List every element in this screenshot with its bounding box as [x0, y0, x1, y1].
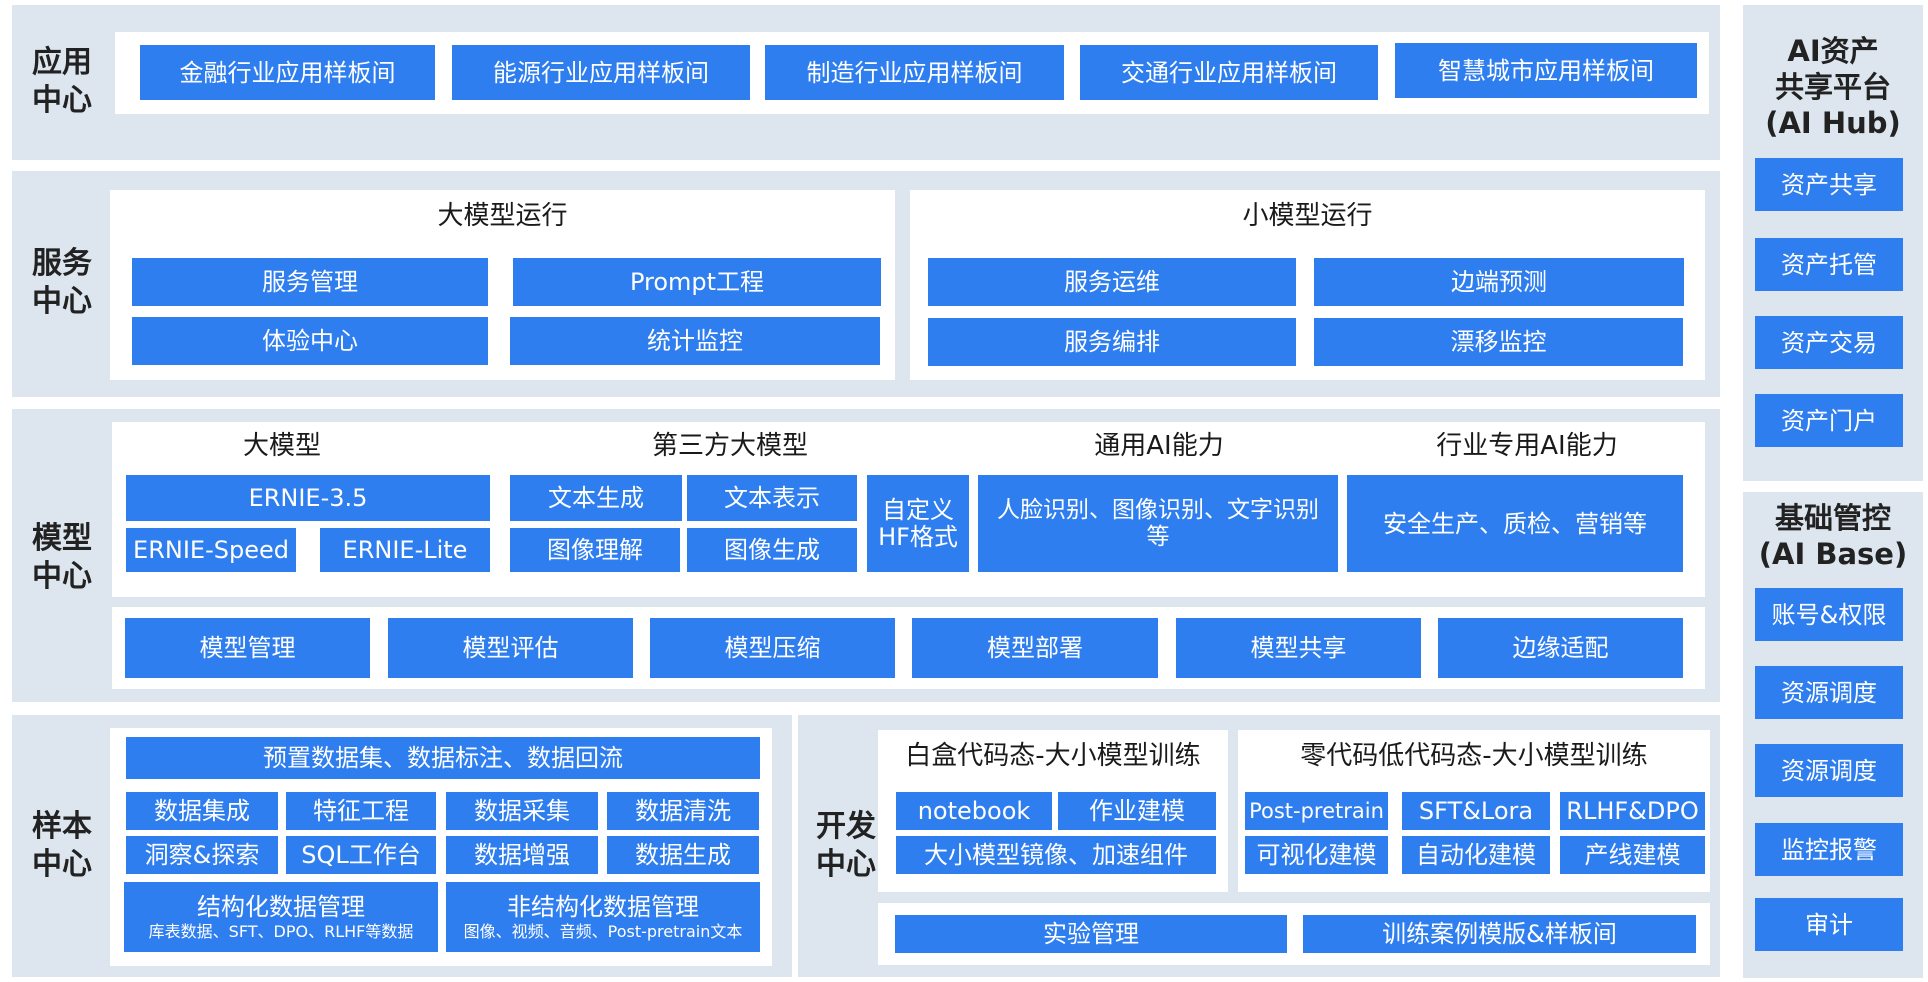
- image-generation-button[interactable]: 图像生成: [687, 528, 857, 572]
- structured-data-sub: 库表数据、SFT、DPO、RLHF等数据: [148, 922, 414, 941]
- model-eval-button[interactable]: 模型评估: [388, 618, 633, 678]
- model-compress-button[interactable]: 模型压缩: [650, 618, 895, 678]
- data-integration-button[interactable]: 数据集成: [126, 792, 278, 830]
- industry-ai-capability-button[interactable]: 安全生产、质检、营销等: [1347, 475, 1683, 572]
- model-share-button[interactable]: 模型共享: [1176, 618, 1421, 678]
- experience-center-button[interactable]: 体验中心: [132, 317, 488, 365]
- sql-workbench-button[interactable]: SQL工作台: [286, 836, 436, 874]
- resource-scheduling-2-button[interactable]: 资源调度: [1755, 744, 1903, 797]
- pipeline-modeling-button[interactable]: 产线建模: [1560, 836, 1705, 874]
- preset-dataset-button[interactable]: 预置数据集、数据标注、数据回流: [126, 737, 760, 779]
- third-party-model-title: 第三方大模型: [651, 431, 808, 461]
- ai-base-title: 基础管控 (AI Base): [1758, 501, 1908, 571]
- ernie-35-button[interactable]: ERNIE-3.5: [126, 475, 490, 521]
- post-pretrain-button[interactable]: Post-pretrain: [1245, 792, 1388, 830]
- unstructured-data-title: 非结构化数据管理: [507, 893, 699, 921]
- general-ai-capability-button[interactable]: 人脸识别、图像识别、文字识别 等: [978, 475, 1338, 572]
- lowcode-title: 零代码低代码态-大小模型训练: [1300, 741, 1648, 771]
- job-modeling-button[interactable]: 作业建模: [1058, 792, 1216, 830]
- data-collection-button[interactable]: 数据采集: [446, 792, 598, 830]
- stats-monitor-button[interactable]: 统计监控: [510, 317, 880, 365]
- service-mgmt-button[interactable]: 服务管理: [132, 258, 488, 306]
- app-item-smart-city[interactable]: 智慧城市应用样板间: [1395, 43, 1697, 98]
- industry-ai-title: 行业专用AI能力: [1436, 431, 1618, 461]
- large-model-run-title: 大模型运行: [437, 201, 568, 231]
- notebook-button[interactable]: notebook: [896, 792, 1052, 830]
- app-item-finance[interactable]: 金融行业应用样板间: [140, 45, 435, 100]
- whitebox-title: 白盒代码态-大小模型训练: [905, 741, 1201, 771]
- model-image-accel-button[interactable]: 大小模型镜像、加速组件: [896, 836, 1216, 874]
- insight-explore-button[interactable]: 洞察&探索: [126, 836, 278, 874]
- app-center-label: 应用 中心: [32, 45, 92, 118]
- ai-base-band: [1743, 492, 1923, 978]
- general-ai-title: 通用AI能力: [1094, 431, 1224, 461]
- monitor-alert-button[interactable]: 监控报警: [1755, 823, 1903, 876]
- asset-portal-button[interactable]: 资产门户: [1755, 394, 1903, 447]
- service-center-label: 服务 中心: [32, 246, 92, 319]
- rlhf-dpo-button[interactable]: RLHF&DPO: [1560, 792, 1705, 830]
- unstructured-data-button[interactable]: 非结构化数据管理 图像、视频、音频、Post-pretrain文本: [446, 882, 760, 952]
- visual-modeling-button[interactable]: 可视化建模: [1245, 836, 1388, 874]
- feature-engineering-button[interactable]: 特征工程: [286, 792, 436, 830]
- asset-share-button[interactable]: 资产共享: [1755, 158, 1903, 211]
- unstructured-data-sub: 图像、视频、音频、Post-pretrain文本: [463, 922, 743, 941]
- drift-monitor-button[interactable]: 漂移监控: [1314, 318, 1683, 366]
- model-center-label: 模型 中心: [32, 521, 92, 594]
- training-template-button[interactable]: 训练案例模版&样板间: [1303, 915, 1696, 953]
- asset-trading-button[interactable]: 资产交易: [1755, 316, 1903, 369]
- text-generation-button[interactable]: 文本生成: [510, 475, 682, 521]
- large-model-title: 大模型: [242, 431, 321, 461]
- service-ops-button[interactable]: 服务运维: [928, 258, 1296, 306]
- data-cleaning-button[interactable]: 数据清洗: [607, 792, 759, 830]
- small-model-run-title: 小模型运行: [1242, 201, 1373, 231]
- edge-predict-button[interactable]: 边端预测: [1314, 258, 1684, 306]
- resource-scheduling-button[interactable]: 资源调度: [1755, 666, 1903, 719]
- asset-hosting-button[interactable]: 资产托管: [1755, 238, 1903, 291]
- model-deploy-button[interactable]: 模型部署: [912, 618, 1158, 678]
- structured-data-title: 结构化数据管理: [197, 893, 365, 921]
- experiment-mgmt-button[interactable]: 实验管理: [895, 915, 1287, 953]
- text-representation-button[interactable]: 文本表示: [687, 475, 857, 521]
- image-understanding-button[interactable]: 图像理解: [510, 528, 680, 572]
- app-item-energy[interactable]: 能源行业应用样板间: [452, 45, 750, 100]
- structured-data-button[interactable]: 结构化数据管理 库表数据、SFT、DPO、RLHF等数据: [124, 882, 438, 952]
- auto-modeling-button[interactable]: 自动化建模: [1402, 836, 1550, 874]
- service-orchestration-button[interactable]: 服务编排: [928, 318, 1296, 366]
- custom-hf-format-button[interactable]: 自定义 HF格式: [867, 475, 969, 572]
- edge-adapt-button[interactable]: 边缘适配: [1438, 618, 1683, 678]
- data-generation-button[interactable]: 数据生成: [607, 836, 759, 874]
- ernie-lite-button[interactable]: ERNIE-Lite: [320, 528, 490, 572]
- ai-hub-title: AI资产 共享平台 (AI Hub): [1765, 34, 1901, 140]
- account-permission-button[interactable]: 账号&权限: [1755, 588, 1903, 641]
- sft-lora-button[interactable]: SFT&Lora: [1402, 792, 1550, 830]
- app-item-transport[interactable]: 交通行业应用样板间: [1080, 45, 1378, 100]
- dev-center-label: 开发 中心: [816, 809, 876, 882]
- audit-button[interactable]: 审计: [1755, 898, 1903, 951]
- app-item-manufacturing[interactable]: 制造行业应用样板间: [765, 45, 1064, 100]
- prompt-engineering-button[interactable]: Prompt工程: [513, 258, 881, 306]
- sample-center-label: 样本 中心: [32, 809, 92, 882]
- model-mgmt-button[interactable]: 模型管理: [125, 618, 370, 678]
- data-augmentation-button[interactable]: 数据增强: [446, 836, 598, 874]
- ernie-speed-button[interactable]: ERNIE-Speed: [126, 528, 296, 572]
